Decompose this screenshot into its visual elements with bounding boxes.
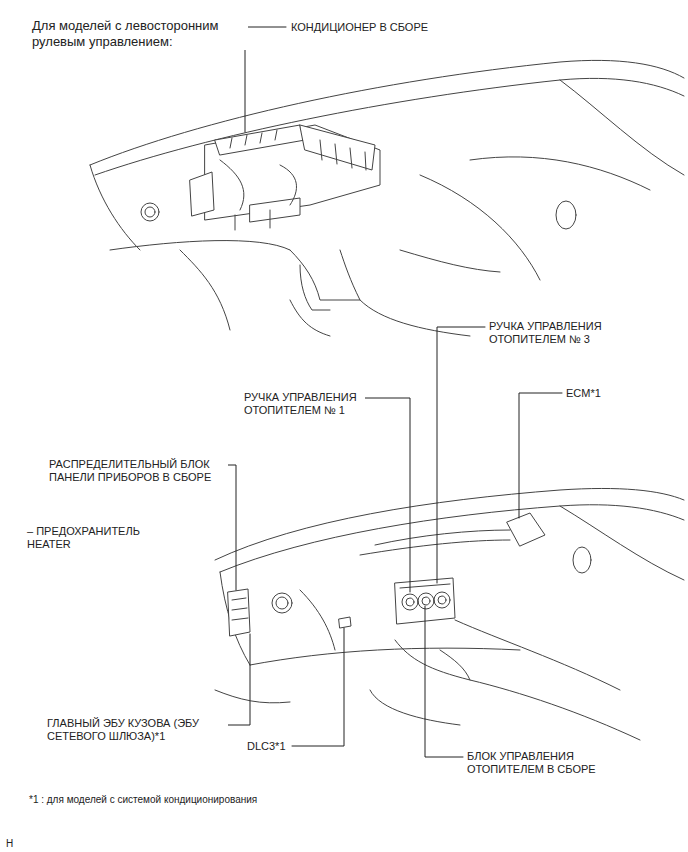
part-label: БЛОК УПРАВЛЕНИЯ ОТОПИТЕЛЕМ В СБОРЕ (466, 750, 618, 776)
part-label: ECM*1 (565, 387, 602, 400)
part-label: РАСПРЕДЕЛИТЕЛЬНЫЙ БЛОК ПАНЕЛИ ПРИБОРОВ В… (48, 458, 228, 484)
lower-dashboard (215, 488, 684, 740)
part-label: РУЧКА УПРАВЛЕНИЯ ОТОПИТЕЛЕМ № 3 (488, 320, 640, 346)
part-label: DLC3*1 (246, 740, 287, 753)
part-label: РУЧКА УПРАВЛЕНИЯ ОТОПИТЕЛЕМ № 1 (243, 391, 365, 417)
footnote: *1 : для моделей с системой кондициониро… (28, 794, 258, 806)
part-label: КОНДИЦИОНЕР В СБОРЕ (290, 21, 429, 34)
page-mark: H (5, 838, 14, 850)
section-heading: Для моделей с левосторонним рулевым упра… (31, 18, 248, 50)
part-label: ГЛАВНЫЙ ЭБУ КУЗОВА (ЭБУ СЕТЕВОГО ШЛЮЗА)*… (46, 717, 228, 743)
leader-lines (226, 27, 562, 757)
fuse-label: – ПРЕДОХРАНИТЕЛЬ HEATER (26, 525, 158, 551)
upper-dashboard (90, 60, 684, 336)
